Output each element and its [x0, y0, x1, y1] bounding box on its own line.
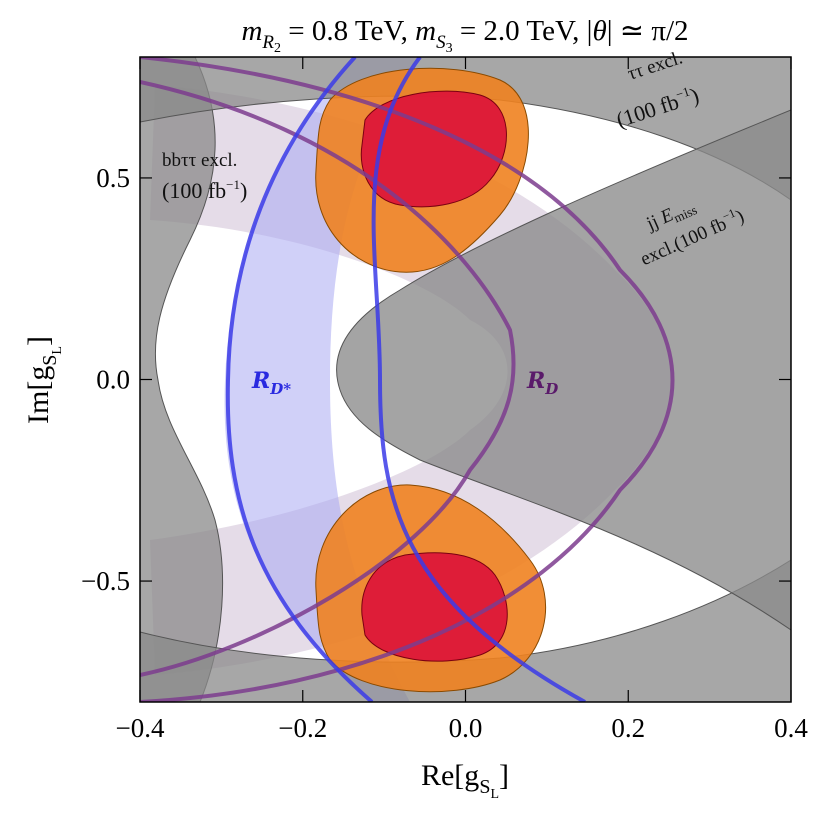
rd-label: RD: [526, 368, 558, 398]
y-axis-title-group: Im[gSL]: [22, 336, 65, 424]
bbtautau-label: bbττ excl.: [162, 150, 237, 171]
x-axis: −0.4 −0.2 0.0 0.2 0.4: [116, 57, 808, 743]
x-tick-label: 0.2: [611, 713, 645, 743]
x-tick-label: −0.2: [278, 713, 327, 743]
rdstar-label: RD*: [251, 368, 291, 398]
y-axis-title: Im[gSL]: [22, 336, 65, 424]
y-tick-label: 0.0: [96, 365, 130, 395]
x-tick-label: −0.4: [116, 713, 165, 743]
rdstar-curve-right: [371, 57, 586, 702]
y-tick-label: 0.5: [96, 163, 130, 193]
rdstar-band-fill: [224, 57, 420, 702]
bbtautau-lumi-label: (100 fb−1): [162, 177, 247, 203]
bbtautau-exclusion: [140, 57, 224, 702]
plot-area: [140, 57, 791, 702]
y-tick-label: −0.5: [81, 566, 130, 596]
fit-1sigma-lower: [361, 552, 508, 662]
rdstar-curve-left: [225, 57, 374, 702]
fit-1sigma-upper: [360, 90, 507, 208]
x-tick-label: 0.4: [774, 713, 808, 743]
x-tick-label: 0.0: [449, 713, 483, 743]
y-axis: −0.5 0.0 0.5: [81, 163, 791, 596]
rd-curve-inner: [140, 80, 516, 677]
jj-emiss-exclusion: [336, 109, 791, 631]
chart-title: mR2 = 0.8 TeV, mS3 = 2.0 TeV, |θ| ≃ π/2: [241, 15, 688, 56]
rd-curve-outer: [140, 57, 675, 702]
x-axis-title: Re[gSL]: [421, 759, 509, 802]
